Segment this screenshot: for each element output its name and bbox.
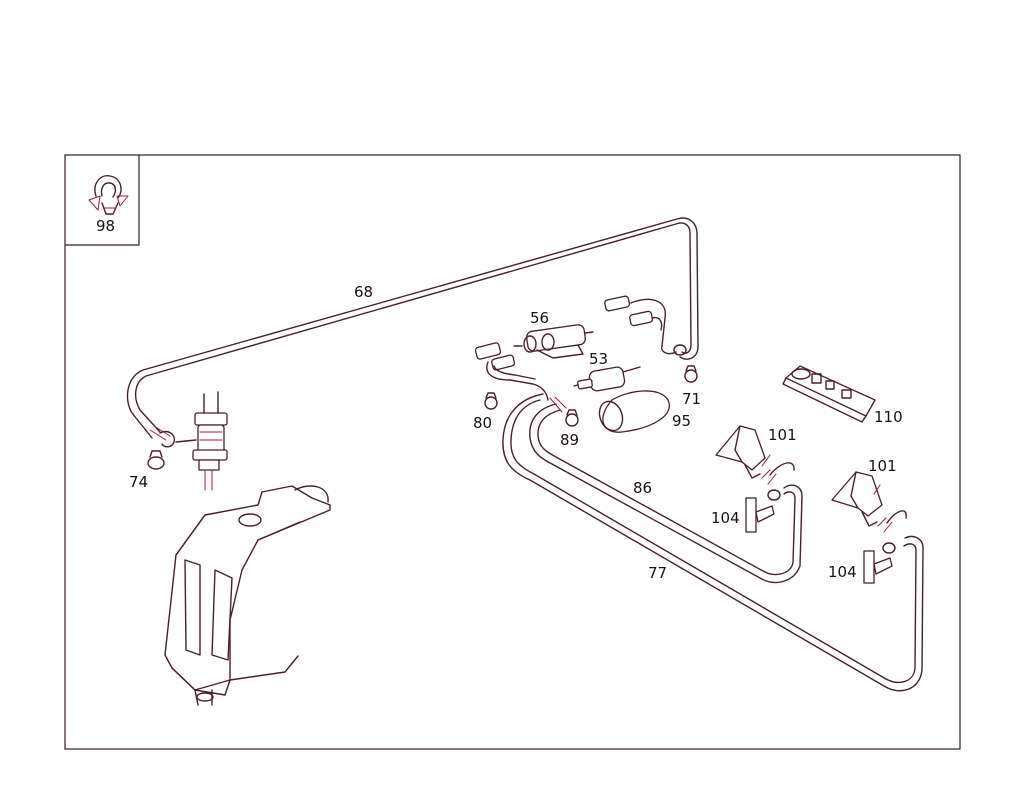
callout-86: 86 [633, 479, 652, 497]
callout-80: 80 [473, 414, 492, 432]
callout-95: 95 [672, 412, 691, 430]
tee-104-left [745, 497, 775, 533]
callout-101-right: 101 [868, 457, 897, 475]
callout-101-left: 101 [768, 426, 797, 444]
clamp-71 [684, 365, 698, 383]
check-valve [573, 366, 641, 392]
callout-71: 71 [682, 390, 701, 408]
inset-label-98: 98 [96, 217, 115, 235]
washer-reservoir-bracket [164, 485, 331, 706]
washer-nozzle-101-right [831, 471, 907, 554]
callout-77: 77 [648, 564, 667, 582]
clamp-89 [565, 409, 579, 427]
callout-68: 68 [354, 283, 373, 301]
grommet-95 [598, 390, 670, 433]
callout-104-left: 104 [711, 509, 740, 527]
bracket-53 [536, 344, 584, 359]
washer-nozzle-101-left [715, 425, 795, 501]
hose-77 [502, 393, 924, 692]
hose-68 [126, 217, 699, 439]
diagram-frame [64, 154, 961, 750]
callout-74: 74 [129, 473, 148, 491]
inset-part-98: 98 [65, 155, 140, 246]
connector-top-71 [604, 295, 687, 356]
washer-pump-sensor [175, 391, 228, 491]
relay-110 [782, 365, 876, 423]
leader-lines [761, 454, 881, 495]
callout-56: 56 [530, 309, 549, 327]
callout-110: 110 [874, 408, 903, 426]
callout-89: 89 [560, 431, 579, 449]
connector-80 [474, 342, 549, 401]
hose-86 [529, 396, 803, 584]
tee-104-right [863, 550, 893, 584]
callout-labels: 68 56 53 71 80 89 95 110 101 101 86 104 … [129, 283, 903, 582]
callout-53: 53 [589, 350, 608, 368]
connector-56 [513, 324, 594, 353]
callout-104-right: 104 [828, 563, 857, 581]
clamp-80 [484, 392, 498, 410]
clamp-74 [147, 425, 175, 470]
clip-98-icon [88, 175, 129, 215]
